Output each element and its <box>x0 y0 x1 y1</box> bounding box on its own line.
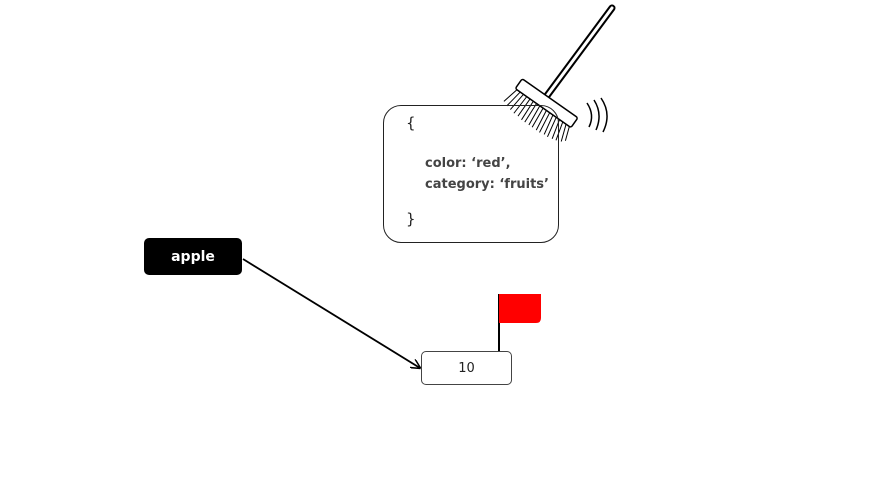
value-box: 10 <box>421 351 512 385</box>
reference-arrow <box>242 258 420 368</box>
object-close-brace: } <box>406 210 416 228</box>
object-literal-box: { color: ‘red’, category: ‘fruits’ } <box>383 105 559 243</box>
object-property-color: color: ‘red’, <box>425 156 511 171</box>
object-open-brace: { <box>406 114 416 132</box>
variable-apple-box: apple <box>144 238 242 275</box>
object-property-category: category: ‘fruits’ <box>425 177 549 192</box>
red-flag-icon <box>498 294 541 351</box>
